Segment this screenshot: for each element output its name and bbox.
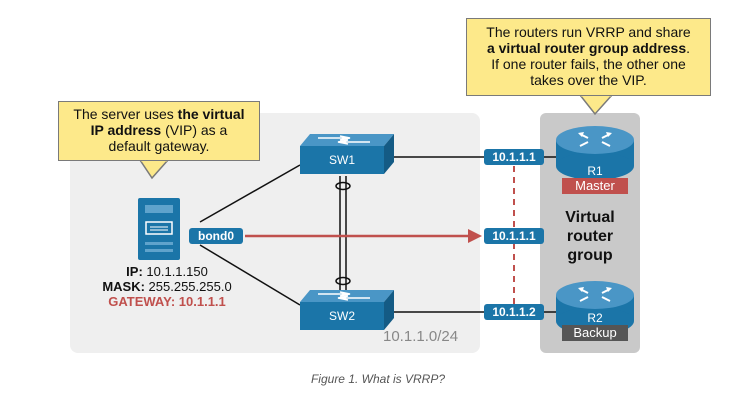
callout-vrrp-text-1: The routers run VRRP and share (486, 24, 691, 40)
callout-vrrp-bold: a virtual router group address (486, 40, 687, 56)
vr-label-line-2: router (566, 228, 614, 245)
callout-server-text-2: (VIP) as a (161, 122, 228, 138)
vr-label-line-3: group (567, 247, 613, 264)
callout-server-text-3: default gateway. (108, 138, 210, 154)
mask-label: MASK: (102, 279, 145, 294)
callout-server-text: The server uses (73, 106, 178, 122)
callout-vrrp-text-4: takes over the VIP. (530, 72, 647, 88)
server-info: IP: 10.1.1.150 MASK: 255.255.255.0 GATEW… (82, 264, 252, 309)
ip-label: IP: (126, 264, 143, 279)
link-server-sw1 (199, 164, 301, 223)
callout-vrrp-text-2: . (686, 40, 691, 56)
server-icon (138, 198, 180, 260)
link-server-sw2 (199, 244, 301, 306)
virtual-router-group-label: Virtual router group (548, 208, 632, 265)
figure-caption: Figure 1. What is VRRP? (310, 372, 446, 386)
callout-server-bold-1: the virtual (177, 106, 245, 122)
callout-vrrp: The routers run VRRP and share a virtual… (466, 18, 711, 96)
r2-ip-tag: 10.1.1.2 (484, 304, 544, 320)
r1-role-badge: Master (562, 178, 628, 194)
sw2-label: SW2 (328, 309, 355, 323)
callout-server-bold-2: IP address (90, 122, 162, 138)
callout-server: The server uses the virtual IP address (… (58, 101, 260, 161)
callout-vrrp-text-3: If one router fails, the other one (491, 56, 686, 72)
vr-label-line-1: Virtual (565, 209, 615, 226)
router-r1-icon (556, 126, 634, 180)
ip-value: 10.1.1.150 (142, 264, 208, 279)
bond0-tag: bond0 (189, 228, 243, 244)
vip-tag: 10.1.1.1 (484, 228, 544, 244)
r2-role-badge: Backup (562, 325, 628, 341)
callout-server-pointer (138, 159, 170, 180)
vip-arrow-head (468, 229, 482, 243)
subnet-label: 10.1.1.0/24 (383, 328, 459, 345)
sw1-label: SW1 (328, 153, 355, 167)
mask-value: 255.255.255.0 (144, 279, 232, 294)
switch-sw1-icon (300, 134, 394, 174)
callout-vrrp-pointer (578, 94, 614, 116)
gateway-value: GATEWAY: 10.1.1.1 (108, 294, 226, 309)
r2-label: R2 (587, 311, 603, 325)
r1-ip-tag: 10.1.1.1 (484, 149, 544, 165)
switch-sw2-icon (300, 290, 394, 330)
r1-label: R1 (587, 164, 603, 178)
vip-tag-text: 10.1.1.1 (492, 229, 536, 243)
